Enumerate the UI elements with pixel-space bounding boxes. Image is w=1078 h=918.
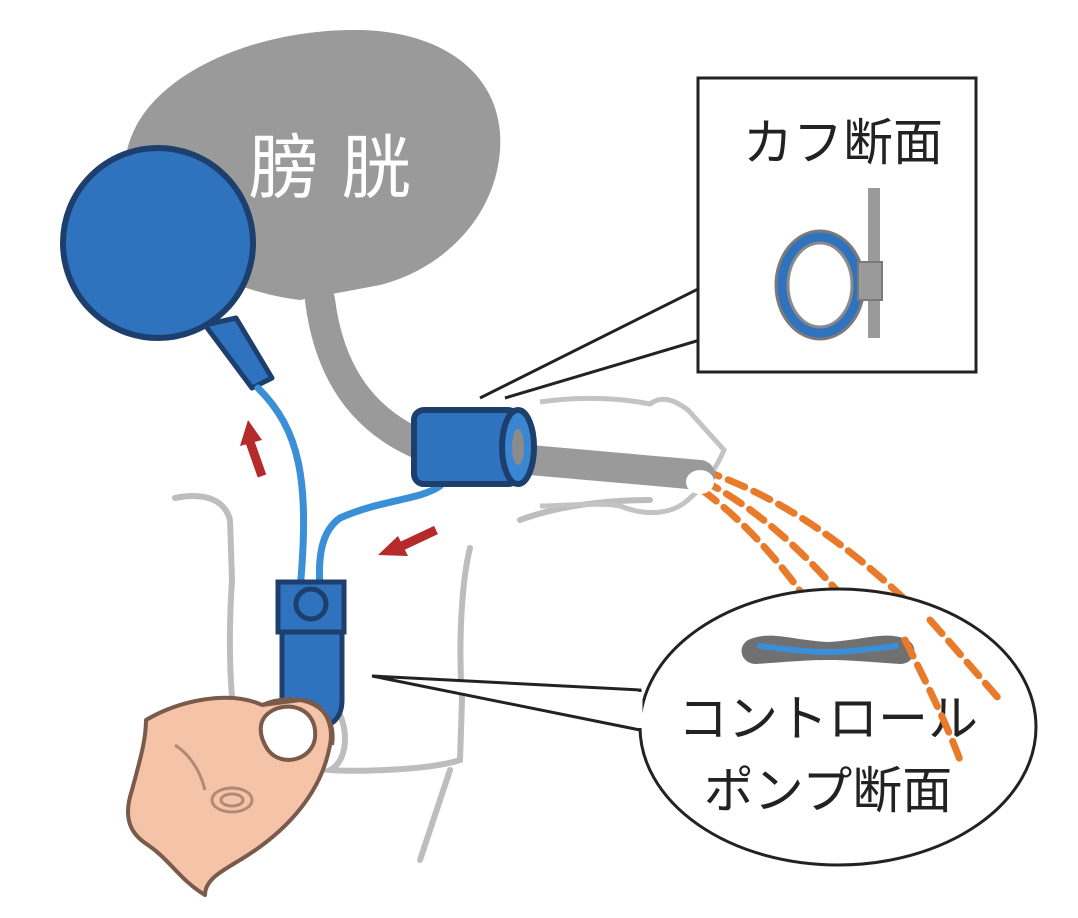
urethra-path-overlap xyxy=(901,616,1004,764)
urethral-cuff-icon xyxy=(411,407,537,487)
cuff-section-label: カフ断面 xyxy=(743,114,943,172)
pump-section-callout: コントロール ポンプ断面 xyxy=(371,587,1038,867)
bladder-label: 膀 胱 xyxy=(249,127,411,209)
urethral-meatus xyxy=(686,470,714,494)
finger-icon xyxy=(126,695,335,897)
flow-arrow-up xyxy=(240,420,267,478)
pump-section-label-line1: コントロール xyxy=(678,690,978,748)
pump-section-label-line2: ポンプ断面 xyxy=(704,762,953,820)
flow-arrow-left xyxy=(378,525,438,556)
tubing xyxy=(254,384,444,594)
cuff-section-callout: カフ断面 xyxy=(479,76,978,400)
cuff-cross-section-icon xyxy=(774,188,883,341)
pump-cross-section-icon xyxy=(741,635,915,664)
reservoir-balloon-icon xyxy=(60,145,275,391)
